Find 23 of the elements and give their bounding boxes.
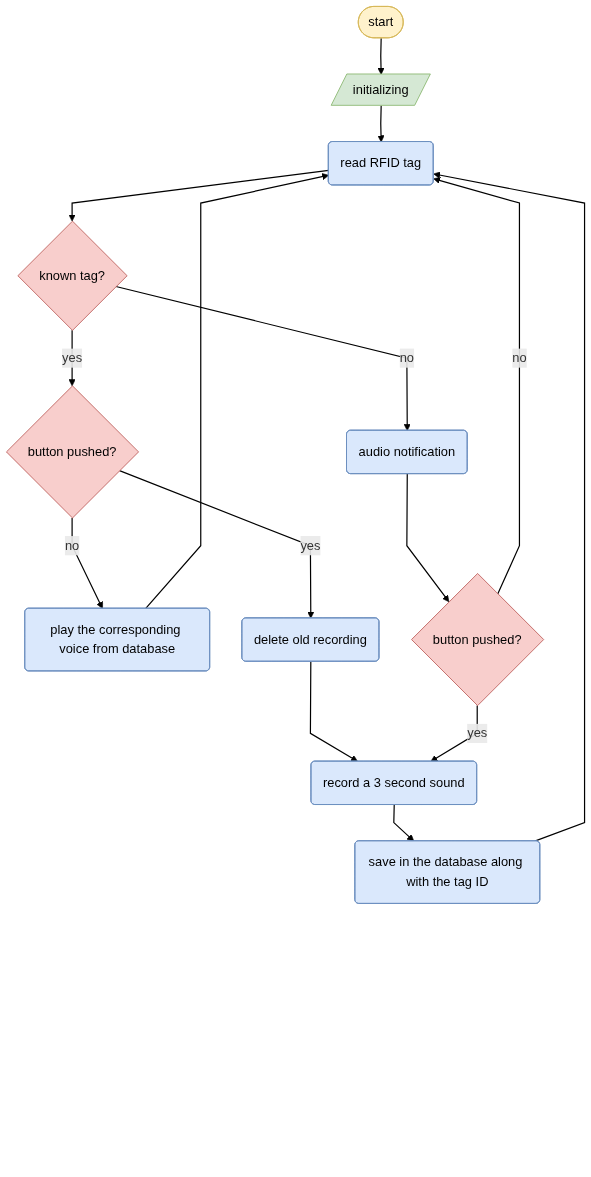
arrow: [377, 105, 385, 143]
arrow: [118, 469, 315, 619]
arrow: [393, 804, 415, 842]
arrow: [68, 169, 330, 222]
arrow: [115, 285, 411, 431]
node-diamond: button pushed?: [411, 573, 545, 706]
node-diamond: known tag?: [17, 220, 128, 331]
arrow: [68, 329, 76, 387]
arrow: [433, 171, 586, 842]
edge-label: no: [64, 538, 80, 553]
arrow: [144, 173, 329, 610]
arrow: [71, 517, 103, 609]
edge-label: yes: [300, 538, 321, 553]
arrow: [309, 661, 358, 762]
edge-label: yes: [62, 350, 83, 365]
node-diamond: button pushed?: [6, 385, 139, 519]
arrow: [406, 473, 450, 603]
edge-label: yes: [467, 726, 488, 740]
edge-label: no: [512, 350, 527, 365]
arrow: [377, 37, 385, 75]
edge-label: no: [399, 350, 415, 365]
arrow: [430, 705, 478, 762]
arrow: [433, 177, 521, 595]
